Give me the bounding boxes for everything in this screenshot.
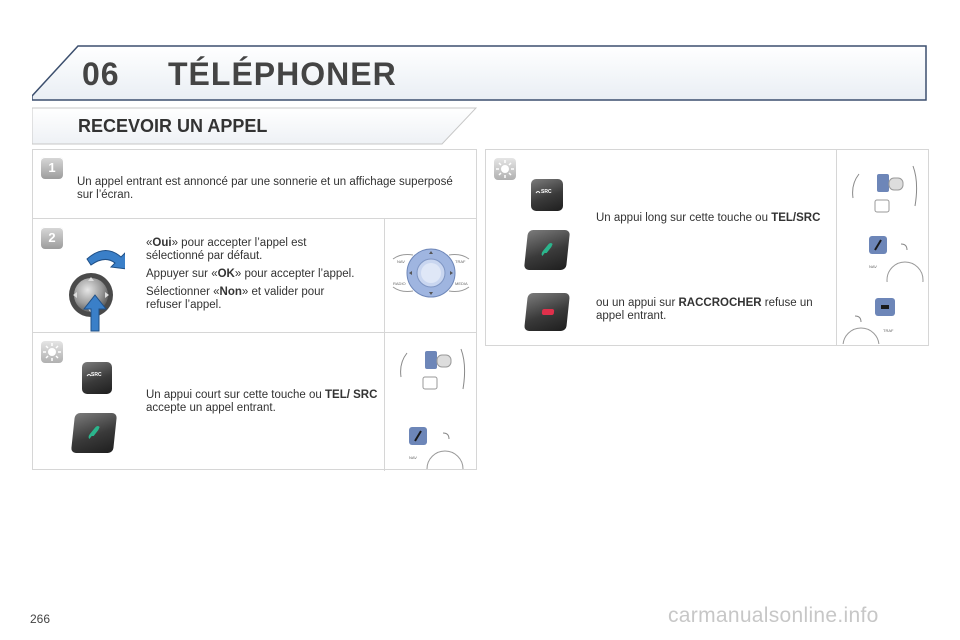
mini-nav-label-right: NAV — [869, 264, 877, 269]
header-banner-shape — [32, 45, 927, 101]
tip-badge-right — [494, 158, 516, 180]
page-number: 266 — [30, 612, 51, 626]
chapter-title: TÉLÉPHONER — [168, 56, 397, 92]
right-illustration-cell: NAV TRAF — [836, 150, 928, 345]
step-1-row: 1 Un appel entrant est annoncé par une s… — [33, 150, 476, 218]
step-3-illustration-cell: NAV — [384, 333, 476, 471]
step-2-text: «Oui» pour accepter l’appel est sélectio… — [146, 237, 356, 317]
section-banner-shape — [32, 107, 477, 145]
knob-label-media: MEDIA — [455, 281, 468, 286]
tel-button-closeup-illustration-right: NAV — [869, 236, 924, 282]
phone-hangup-red-icon — [541, 309, 555, 315]
step-3-text: Un appui court sur cette touche ou TEL/ … — [146, 389, 378, 414]
right-text-long-press: Un appui long sur cette touche ou TEL/SR… — [596, 212, 821, 224]
tip-badge — [41, 341, 63, 363]
hangup-button-closeup-illustration: TRAF — [842, 298, 895, 344]
light-bulb-icon — [43, 343, 61, 361]
left-steps-panel: 1 Un appel entrant est annoncé par une s… — [32, 149, 477, 471]
hangup-red-button-image — [524, 293, 570, 331]
src-label-right: SRC — [541, 189, 552, 195]
section-title: RECEVOIR UN APPEL — [78, 116, 268, 136]
step-2-paragraph-1: «Oui» pour accepter l’appel est sélectio… — [146, 237, 307, 262]
step-2-badge: 2 — [41, 227, 63, 249]
tel-green-button-image-right — [523, 230, 571, 270]
step-1-badge: 1 — [41, 157, 63, 179]
step-3-row: SRC Un appui court sur cette touche ou T… — [33, 332, 476, 471]
src-phone-icon: SRC — [86, 372, 102, 378]
phone-handset-green-icon — [88, 426, 100, 439]
mini-nav-label: NAV — [409, 455, 417, 460]
knob-label-nav: NAV — [397, 259, 405, 264]
right-text-hangup: ou un appui sur RACCROCHER refuse un app… — [596, 297, 813, 322]
knob-label-radio: RADIO — [393, 281, 406, 286]
src-label: SRC — [91, 372, 102, 378]
step-2-paragraph-3: Sélectionner «Non» et valider pour refus… — [146, 286, 325, 311]
knob-label-traf: TRAF — [455, 259, 466, 264]
step-2-row: 2 «Oui» pour accepter l’appel est sélect… — [33, 218, 476, 332]
src-button-image-right: SRC — [531, 179, 563, 211]
src-button-image: SRC — [82, 362, 112, 394]
step-1-text: Un appel entrant est annoncé par une son… — [77, 176, 453, 201]
tel-button-closeup-illustration: NAV — [409, 427, 464, 469]
section-header: RECEVOIR UN APPEL — [32, 106, 477, 146]
src-phone-icon: SRC — [535, 189, 552, 195]
control-panel-knob-illustration: NAV TRAF RADIO MEDIA — [392, 248, 470, 298]
light-bulb-icon — [496, 160, 514, 178]
mini-traf-label: TRAF — [883, 328, 894, 333]
steering-wheel-controls-illustration — [400, 348, 466, 390]
steering-wheel-controls-illustration-right — [852, 165, 918, 213]
chapter-number: 06 — [82, 56, 120, 92]
chapter-header: 06 TÉLÉPHONER — [32, 44, 928, 102]
step-2-paragraph-2: Appuyer sur «OK» pour accepter l’appel. — [146, 268, 355, 280]
watermark-text: carmanualsonline.info — [668, 604, 879, 627]
tel-green-button-image — [70, 413, 118, 453]
rotary-knob-with-arrows-icon — [69, 250, 125, 332]
right-tip-panel: SRC Un appui long sur cette touche ou TE… — [485, 149, 929, 346]
step-2-illustration-cell: NAV TRAF RADIO MEDIA — [384, 219, 476, 332]
phone-handset-green-icon — [541, 243, 553, 256]
